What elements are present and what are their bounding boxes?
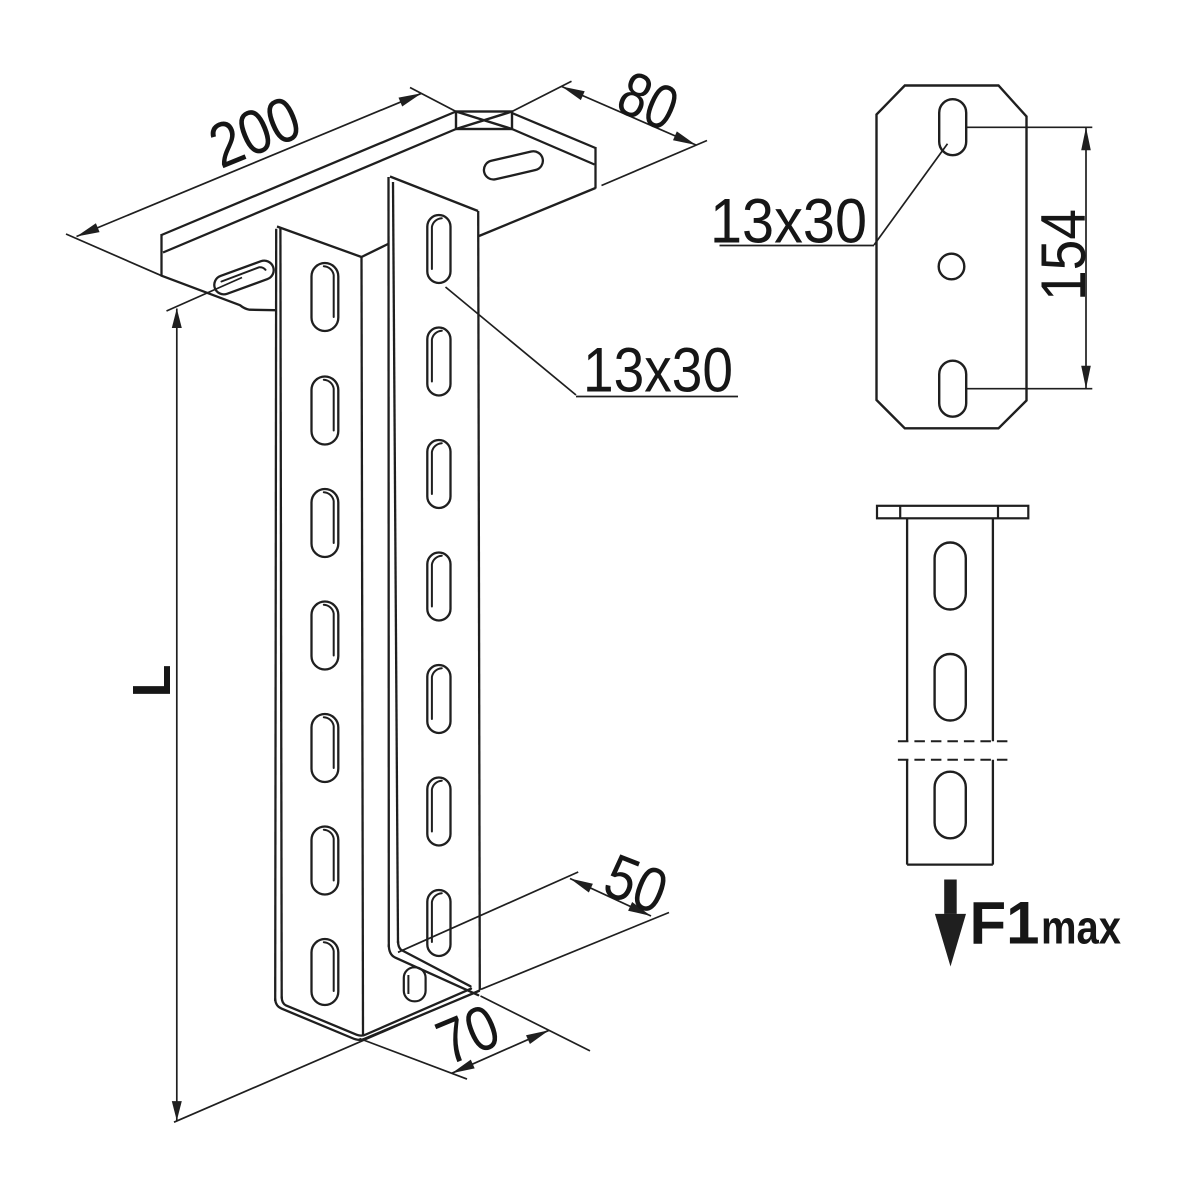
svg-text:F1: F1 bbox=[970, 890, 1040, 957]
svg-text:13x30: 13x30 bbox=[583, 336, 733, 406]
svg-text:13x30: 13x30 bbox=[710, 187, 867, 257]
svg-text:L: L bbox=[122, 665, 182, 698]
svg-text:154: 154 bbox=[1029, 209, 1099, 301]
svg-text:max: max bbox=[1041, 901, 1121, 954]
